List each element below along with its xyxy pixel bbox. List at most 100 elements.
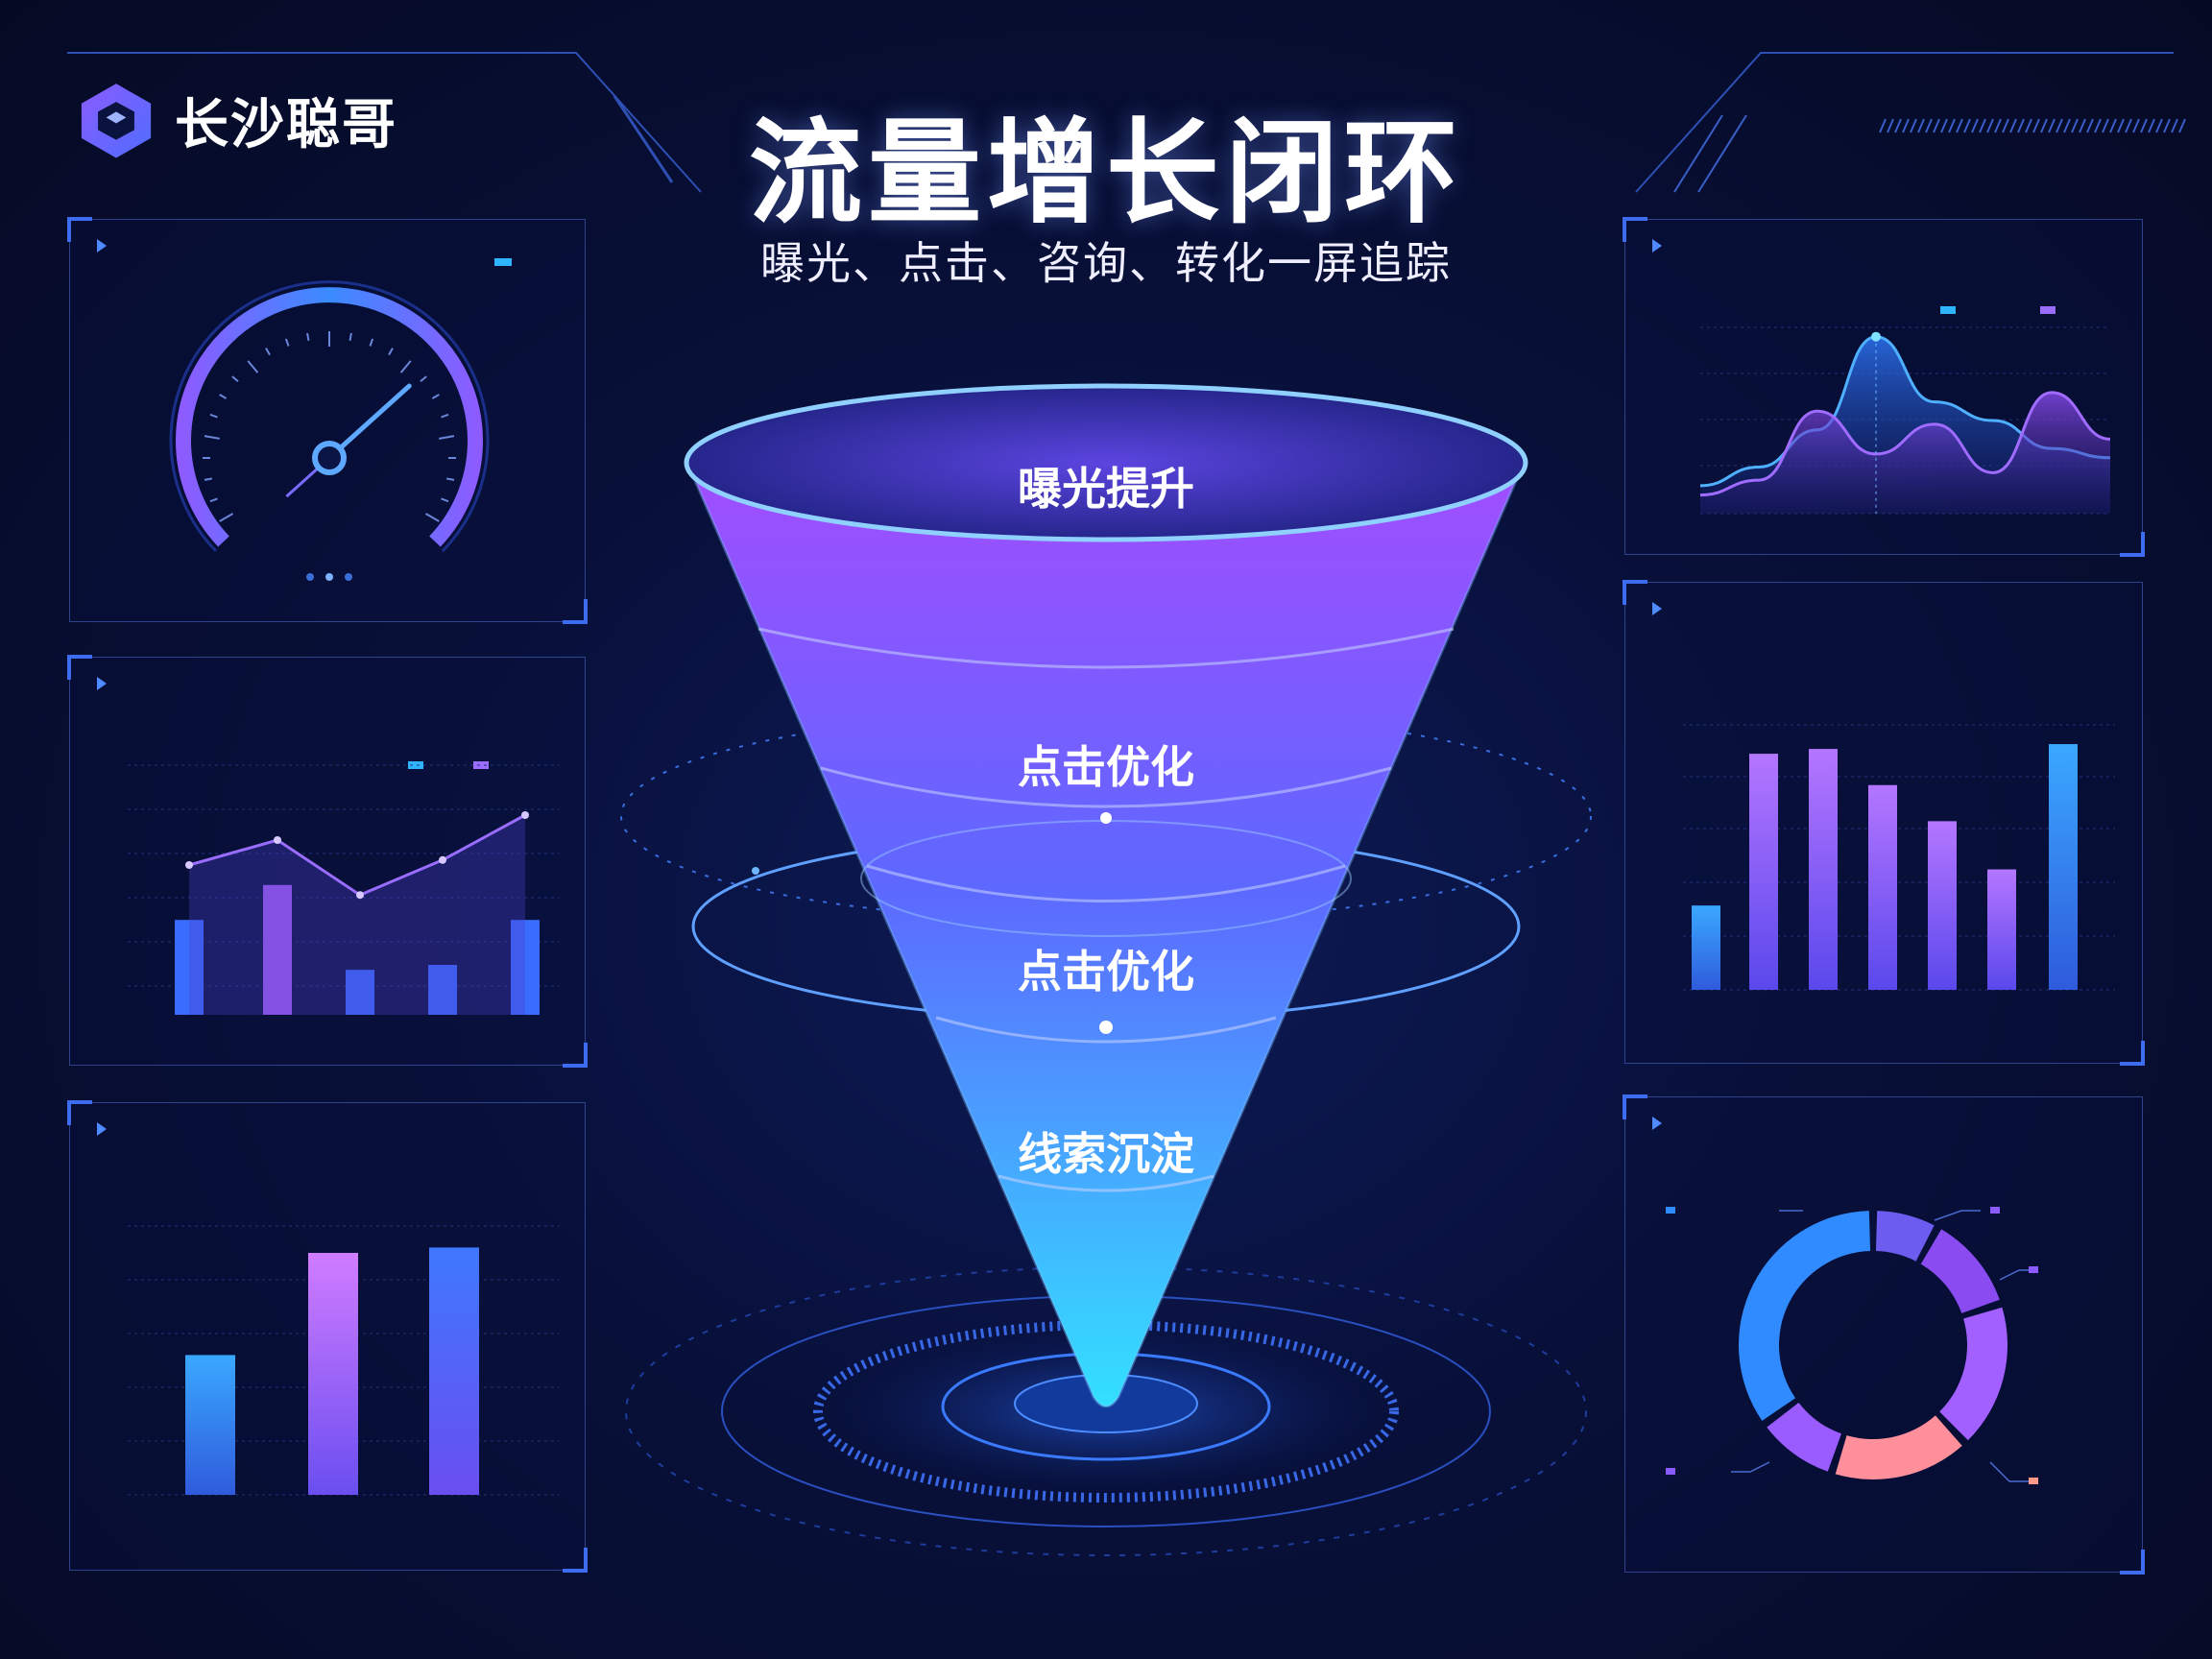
bar-right-1 <box>1692 905 1720 990</box>
area-legend-swatch-1 <box>1940 306 1956 314</box>
area-chart <box>1699 326 2111 515</box>
hatch-mark <box>1910 118 1917 133</box>
donut-segment-4 <box>1939 1307 2008 1441</box>
funnel-top <box>684 383 1528 542</box>
funnel-body <box>686 461 1525 1407</box>
bar-right-5 <box>1928 821 1957 990</box>
donut-legend-swatch <box>2029 1478 2038 1484</box>
donut-segment-1 <box>1739 1211 1871 1421</box>
hatch-mark <box>2117 118 2125 133</box>
hatch-mark <box>1887 118 1894 133</box>
panel-marker-icon <box>97 1122 107 1136</box>
bar-right-2 <box>1749 754 1778 990</box>
hatch-mark <box>2048 118 2056 133</box>
brand-name: 长沙聪哥 <box>175 93 397 156</box>
donut-chart-panel <box>1623 1094 2145 1575</box>
hatch-mark <box>2132 118 2140 133</box>
combo-bar <box>428 965 457 1015</box>
gauge-tick <box>284 338 290 347</box>
gauge-tick <box>439 435 455 440</box>
bar-right-7 <box>2049 744 2078 990</box>
hatch-mark <box>1940 118 1948 133</box>
combo-chart-panel <box>67 655 588 1068</box>
bar-chart-left-panel <box>67 1100 588 1573</box>
gauge-tick <box>349 332 352 342</box>
hatch-mark <box>2071 118 2079 133</box>
hatch-mark <box>2109 118 2117 133</box>
gauge-tick <box>306 332 310 342</box>
combo-chart <box>128 764 560 1015</box>
combo-bar <box>511 920 540 1015</box>
gauge-panel <box>67 217 588 624</box>
gauge-needle <box>326 383 412 461</box>
bar-right-3 <box>1809 749 1838 990</box>
donut-leader-line <box>1731 1461 1770 1473</box>
funnel-stage-4: 线索沉淀 <box>1018 1128 1194 1180</box>
combo-bar <box>263 884 292 1015</box>
gauge-tick <box>431 394 440 399</box>
donut-segment-6 <box>1767 1402 1841 1472</box>
gauge-tick <box>369 338 374 347</box>
bar-right-4 <box>1868 784 1897 990</box>
hatch-mark <box>2002 118 2009 133</box>
combo-bar <box>175 920 204 1015</box>
hatch-mark <box>1979 118 1986 133</box>
gauge-tick <box>265 348 271 356</box>
header-decoration-left <box>67 52 702 193</box>
area-legend-swatch-2 <box>2040 306 2056 314</box>
donut-legend-swatch <box>1666 1207 1675 1214</box>
gauge-tick <box>420 375 427 383</box>
combo-line-point <box>356 891 364 900</box>
gauge-tick <box>219 394 228 399</box>
combo-line-point <box>439 855 446 864</box>
hatch-mark <box>2056 118 2063 133</box>
page-title: 流量增长闭环 <box>748 107 1463 239</box>
donut-segment-2 <box>1875 1211 1935 1262</box>
hatch-mark <box>2171 118 2178 133</box>
gauge-chart <box>169 280 490 581</box>
bar-right-6 <box>1987 869 2016 990</box>
combo-line-point <box>185 861 193 869</box>
bar-left-2 <box>308 1253 358 1495</box>
donut-chart <box>1666 1207 2038 1484</box>
hatch-mark <box>1879 118 1887 133</box>
hatch-mark <box>1956 118 1963 133</box>
gauge-tick <box>204 435 220 440</box>
funnel-stage-1: 曝光提升 <box>1018 463 1194 515</box>
hatch-mark <box>2125 118 2132 133</box>
header-decoration-right <box>1635 52 2186 193</box>
hatch-mark <box>2094 118 2102 133</box>
gauge-tick <box>247 360 259 373</box>
bar-left-3 <box>429 1247 479 1495</box>
area-peak-point <box>1871 331 1881 342</box>
hatch-mark <box>1925 118 1933 133</box>
combo-legend-swatch-2 <box>473 761 489 769</box>
hatch-mark <box>2178 118 2186 133</box>
panel-marker-icon <box>97 239 107 252</box>
brand-logo[interactable]: 长沙聪哥 <box>75 79 397 161</box>
gauge-tick <box>204 477 213 481</box>
donut-leader-line <box>1934 1210 1981 1221</box>
hatch-mark <box>2163 118 2171 133</box>
donut-legend-swatch <box>1990 1207 2000 1214</box>
gauge-hub <box>312 441 347 475</box>
hatch-mark <box>1894 118 1902 133</box>
hatch-mark <box>2040 118 2048 133</box>
gauge-tick <box>424 513 440 522</box>
funnel-stage-2: 点击优化 <box>1018 741 1194 793</box>
gauge-tick <box>445 477 455 481</box>
hatch-mark <box>2017 118 2025 133</box>
gauge-tick <box>441 497 449 503</box>
hatch-mark <box>1986 118 1994 133</box>
bar-chart-right <box>1683 724 2115 991</box>
hatch-mark <box>1994 118 2002 133</box>
funnel-stage-3: 点击优化 <box>1018 946 1194 998</box>
area-chart-panel <box>1623 217 2145 557</box>
hatch-mark <box>2148 118 2155 133</box>
donut-legend-swatch <box>1666 1468 1675 1475</box>
hatch-mark <box>2155 118 2163 133</box>
gauge-arc <box>176 287 483 547</box>
combo-line-point <box>274 836 281 844</box>
panel-marker-icon <box>1652 602 1662 615</box>
gauge-tick <box>441 413 449 419</box>
